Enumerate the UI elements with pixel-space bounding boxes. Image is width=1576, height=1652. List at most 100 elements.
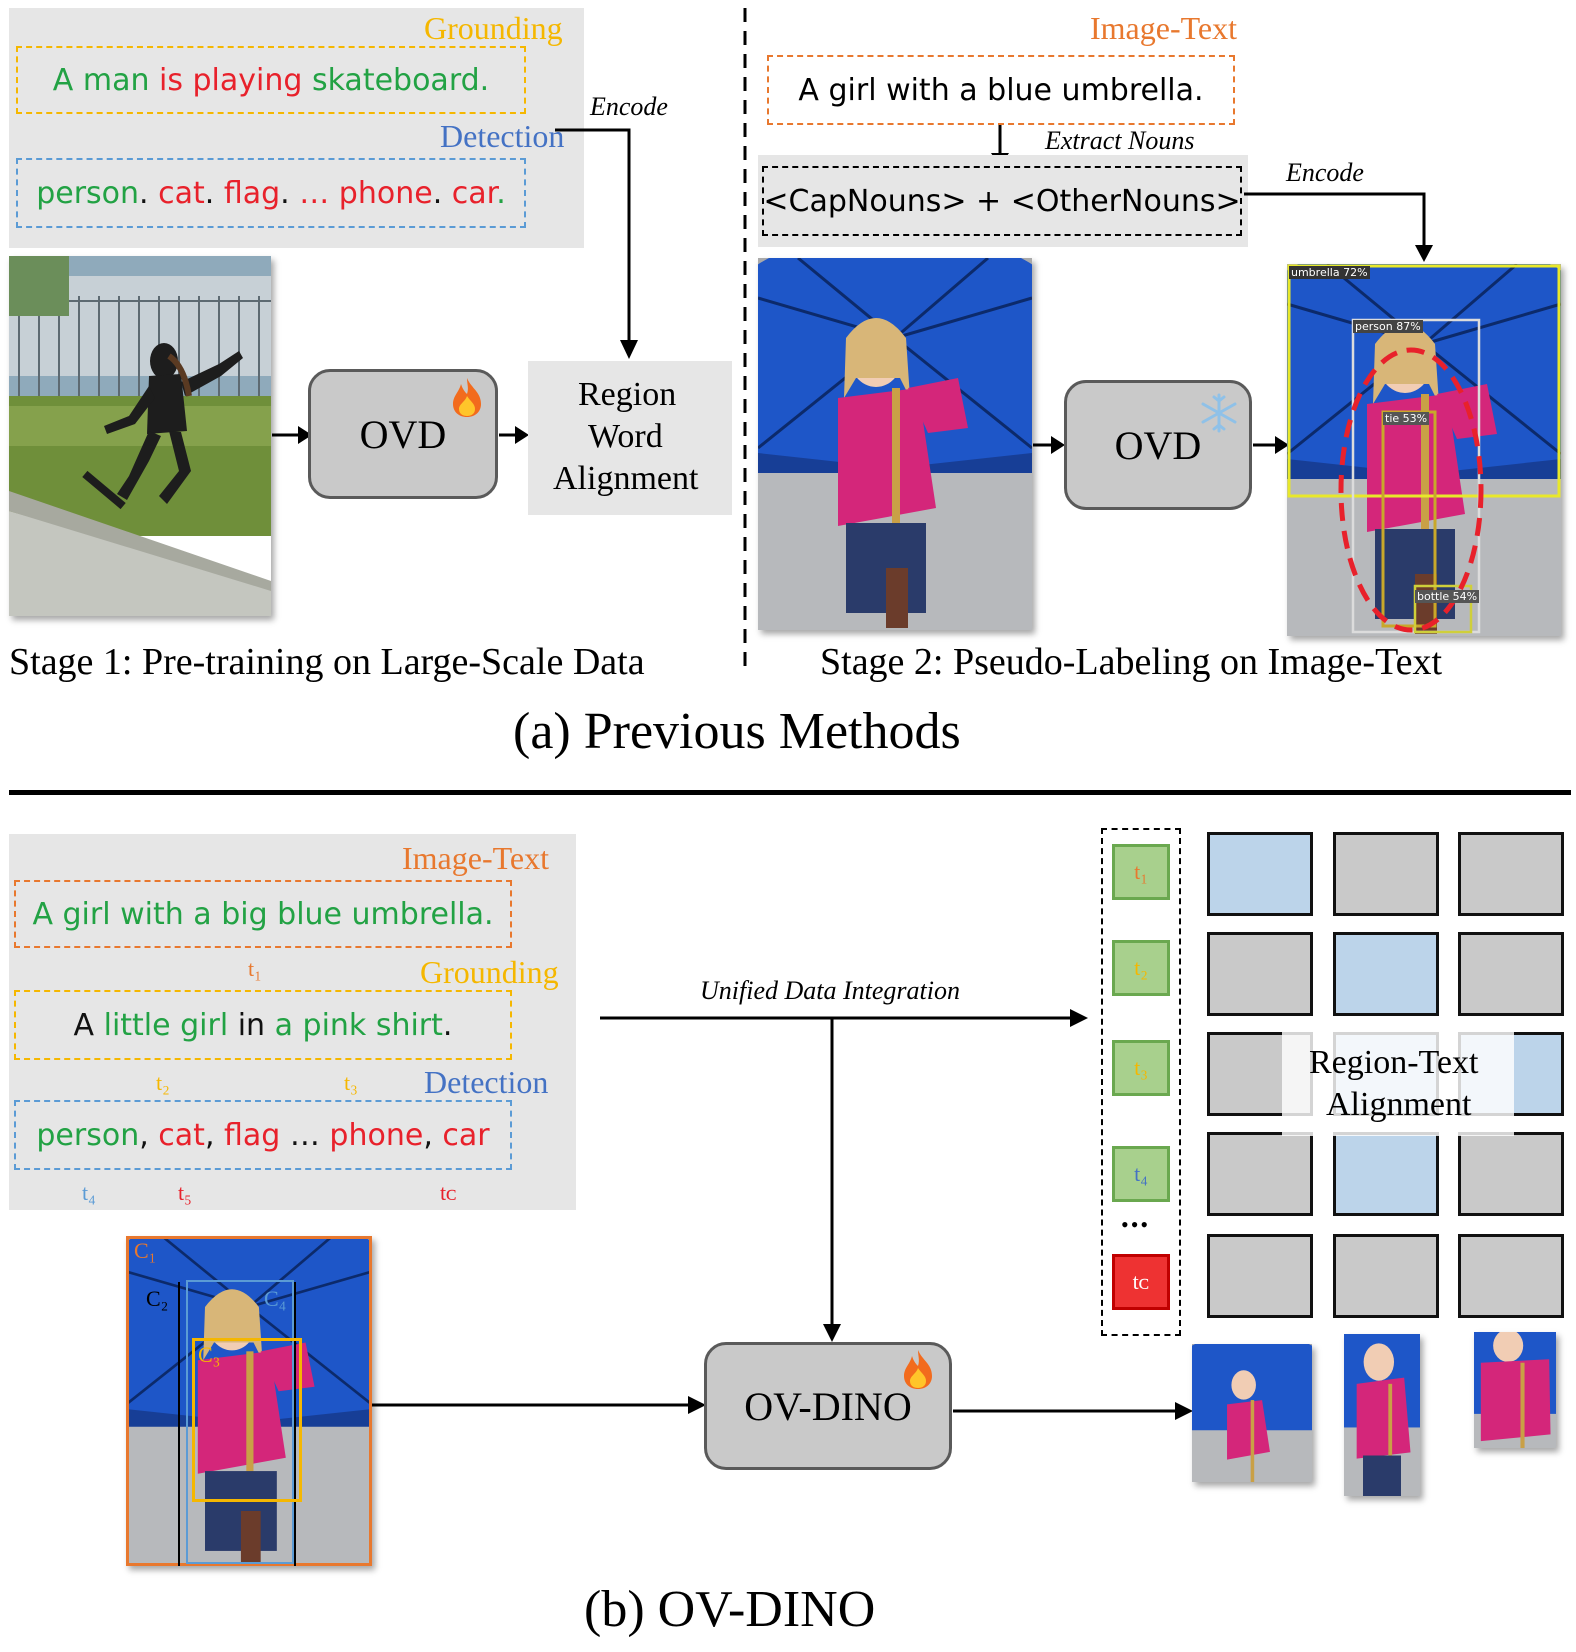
grid-cell-r2-c3 — [1458, 932, 1564, 1016]
alignment-line-3: Alignment — [553, 460, 699, 497]
token-mark-t2: t₂ — [156, 1070, 170, 1095]
image-text-label-stage2: Image-Text — [1090, 10, 1238, 46]
phrase-segment: , — [139, 1117, 159, 1153]
grounding-phrase-box: A man is playing skateboard. — [16, 46, 526, 114]
token-tc: tᴄ — [1112, 1254, 1170, 1310]
arrow-ovdino-to-regions — [953, 1402, 1193, 1420]
phrase-segment: . — [496, 175, 506, 211]
token-t2: t₂ — [1112, 940, 1170, 996]
region-crop-shirt — [1474, 1332, 1556, 1448]
image-text-sentence: A girl with a big blue umbrella. — [32, 897, 493, 932]
arrow-encode-stage1 — [555, 128, 638, 359]
region-crop-girl — [1344, 1334, 1420, 1496]
phrase-segment: flag — [223, 175, 281, 211]
phrase-segment: A man — [52, 62, 159, 98]
stage2-caption-text: A girl with a blue umbrella. — [798, 72, 1204, 108]
nouns-panel — [758, 155, 1248, 247]
token-ellipsis: ••• — [1121, 1212, 1151, 1237]
ovd-box-stage1: OVD — [308, 369, 498, 499]
token-mark-t5: t₅ — [178, 1180, 192, 1205]
ovd-label: OVD — [359, 411, 447, 457]
region-word-alignment-box — [528, 361, 732, 515]
phrase-segment: flag — [224, 1117, 281, 1153]
grounding-label-bottom: Grounding — [420, 954, 559, 990]
box-c2-right — [294, 1282, 296, 1566]
phrase-segment: . — [432, 175, 452, 211]
detection-phrase: person. cat. flag. … phone. car. — [36, 176, 506, 211]
grounding-sentence: A little girl in a pink shirt. — [74, 1008, 453, 1043]
ov-dino-label: OV-DINO — [744, 1383, 912, 1429]
ovd-box-stage2: OVD — [1064, 380, 1252, 510]
phrase-segment: car — [442, 1117, 490, 1153]
phrase-segment: A girl with a big blue umbrella. — [32, 896, 494, 932]
det-umbrella: umbrella 72% — [1289, 266, 1370, 279]
token-column — [1101, 828, 1181, 1336]
ovd-label-stage2: OVD — [1114, 422, 1202, 468]
phrase-segment: person — [36, 1117, 140, 1153]
phrase-segment: phone — [329, 1117, 424, 1153]
phrase-segment: is playing — [159, 62, 312, 98]
grounding-sentence-box: A little girl in a pink shirt. — [14, 990, 512, 1060]
phrase-segment: cat — [158, 1117, 205, 1153]
grid-cell-r2-c2 — [1333, 932, 1439, 1016]
box-c1 — [126, 1236, 372, 1566]
token-mark-tc: tᴄ — [440, 1180, 457, 1205]
detection-label-bottom: Detection — [424, 1064, 549, 1100]
phrase-segment: … — [299, 175, 339, 211]
nouns-text: <CapNouns> + <OtherNouns> — [763, 183, 1241, 219]
phrase-segment: in — [228, 1007, 275, 1043]
phrase-segment: . — [442, 1007, 453, 1043]
stage1-text-panel — [9, 8, 584, 248]
arrow-integration — [600, 1009, 1088, 1342]
stage1-caption: Stage 1: Pre-training on Large-Scale Dat… — [9, 641, 645, 683]
grid-cell-r5-c1 — [1207, 1234, 1313, 1318]
grid-cell-r4-c3 — [1458, 1132, 1564, 1216]
phrase-segment: skateboard. — [311, 62, 490, 98]
grounding-phrase: A man is playing skateboard. — [53, 63, 489, 98]
phrase-segment: little girl — [103, 1007, 229, 1043]
phrase-segment: , — [204, 1117, 225, 1153]
bottom-text-panel — [9, 834, 576, 1210]
det-bottle: bottle 54% — [1415, 590, 1480, 603]
nouns-box: <CapNouns> + <OtherNouns> — [762, 166, 1242, 236]
token-t4: t₄ — [1112, 1146, 1170, 1202]
phrase-segment: cat — [158, 175, 205, 211]
box-mark-c3: C₃ — [198, 1342, 221, 1367]
box-c2 — [178, 1282, 180, 1566]
section-separator — [9, 790, 1571, 795]
arrow-ovd-to-result — [1253, 436, 1289, 454]
token-mark-t3: t₃ — [344, 1070, 358, 1095]
phrase-segment: a pink shirt — [274, 1007, 443, 1043]
grid-cell-r5-c3 — [1458, 1234, 1564, 1318]
arrow-photo-to-ovdino — [372, 1396, 706, 1414]
detection-phrase-box: person. cat. flag. … phone. car. — [16, 158, 526, 228]
extract-nouns-label: Extract Nouns — [1045, 126, 1195, 155]
alignment-label-bg — [1282, 1032, 1514, 1136]
grid-cell-r1-c2 — [1333, 832, 1439, 916]
region-crop-umbrella — [1192, 1344, 1312, 1482]
arrow-photo-to-ovd-stage2 — [1033, 436, 1065, 454]
box-mark-c4: C₄ — [264, 1286, 287, 1311]
fire-icon — [453, 378, 481, 417]
arrow-photo-to-ovd-stage1 — [272, 426, 312, 444]
encode-label-stage1: Encode — [590, 92, 668, 121]
det-tie: tie 53% — [1383, 412, 1430, 425]
det-person: person 87% — [1353, 320, 1423, 333]
alignment-line-2: Word — [588, 418, 663, 455]
grid-cell-r4-c1 — [1207, 1132, 1313, 1216]
phrase-segment: . — [204, 175, 224, 211]
alignment-label-line1: Region-Text — [1309, 1044, 1479, 1081]
stage2-caption-box: A girl with a blue umbrella. — [767, 55, 1235, 125]
box-c3 — [192, 1338, 302, 1502]
grounding-label: Grounding — [424, 10, 563, 46]
detection-sentence-box: person, cat, flag … phone, car — [14, 1100, 512, 1170]
snowflake-icon — [1201, 393, 1237, 433]
top-title: (a) Previous Methods — [513, 703, 961, 760]
phrase-segment: , — [423, 1117, 443, 1153]
box-c4 — [186, 1280, 294, 1564]
phrase-segment: person — [36, 175, 140, 211]
arrow-encode-stage2 — [1244, 192, 1433, 262]
fire-icon — [904, 1350, 932, 1389]
integration-label: Unified Data Integration — [700, 976, 960, 1005]
pseudo-label-result-photo: umbrella 72% person 87% tie 53% bottle 5… — [1287, 264, 1561, 636]
